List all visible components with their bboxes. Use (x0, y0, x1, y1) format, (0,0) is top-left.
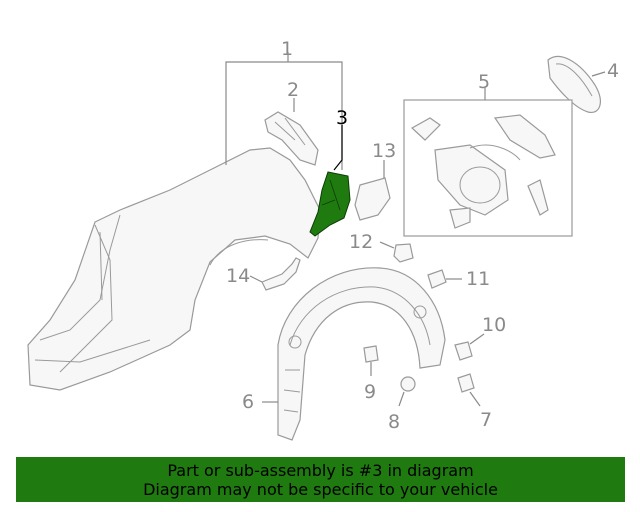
callout-5-label: 5 (478, 71, 490, 93)
part-11-block (427, 269, 462, 289)
part-9-nut (363, 345, 379, 376)
callout-3-label: 3 (336, 107, 348, 129)
callout-11-label: 11 (466, 268, 490, 290)
notice-banner: Part or sub-assembly is #3 in diagram Di… (16, 457, 625, 502)
part-6-wheel-liner (262, 267, 446, 441)
callout-8-label: 8 (388, 411, 400, 433)
part-13-clip (354, 160, 391, 221)
part-7-push-pin (457, 373, 481, 407)
part-12-grommet (379, 241, 414, 263)
part-8-clip (398, 376, 416, 407)
callout-14-label: 14 (226, 265, 250, 287)
notice-line-2: Diagram may not be specific to your vehi… (143, 480, 498, 499)
part-14-trim-strip (249, 257, 301, 291)
parts-diagram: 1 2 3 4 5 13 12 (27, 38, 619, 441)
callout-12-label: 12 (349, 231, 373, 253)
part-10-fastener (454, 333, 485, 361)
part-5-fuel-housing-box (403, 88, 573, 237)
callout-1-label: 1 (281, 38, 293, 60)
callout-1-leader (225, 52, 343, 170)
callout-10-label: 10 (482, 314, 506, 336)
callout-6-label: 6 (242, 391, 254, 413)
callout-7-label: 7 (480, 409, 492, 431)
callout-13-label: 13 (372, 140, 396, 162)
part-3-highlighted (309, 125, 351, 237)
callout-2-label: 2 (287, 79, 299, 101)
notice-line-1: Part or sub-assembly is #3 in diagram (167, 461, 474, 480)
callout-4-label: 4 (607, 60, 619, 82)
callout-9-label: 9 (364, 381, 376, 403)
part-4-fuel-door (547, 55, 606, 113)
part-2-bracket (264, 98, 319, 166)
quarter-panel (27, 147, 321, 391)
